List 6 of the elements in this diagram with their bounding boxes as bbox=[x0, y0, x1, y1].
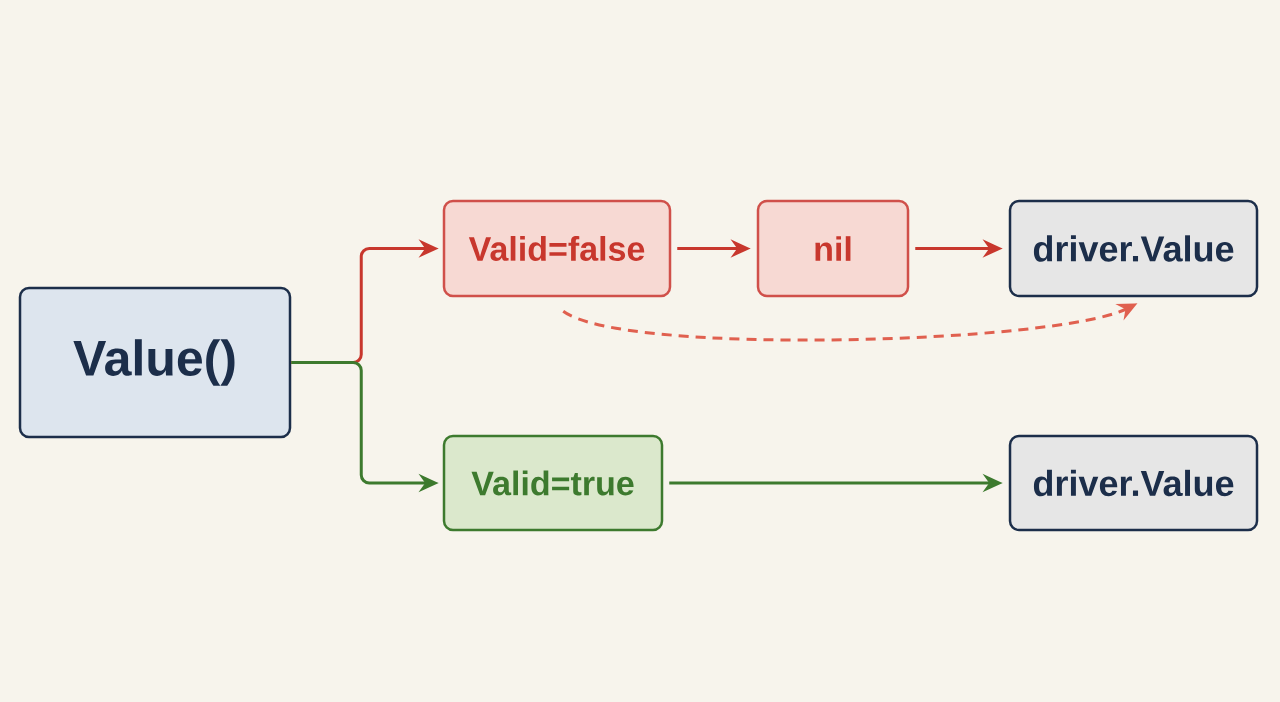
type-box: driver.Value bbox=[1008, 434, 1259, 532]
function-box: Value() bbox=[18, 286, 292, 439]
state-box: Valid=true bbox=[442, 434, 664, 532]
state-box: Valid=false bbox=[442, 199, 672, 298]
value-box: nil bbox=[756, 199, 910, 298]
type-box: driver.Value bbox=[1008, 199, 1259, 298]
